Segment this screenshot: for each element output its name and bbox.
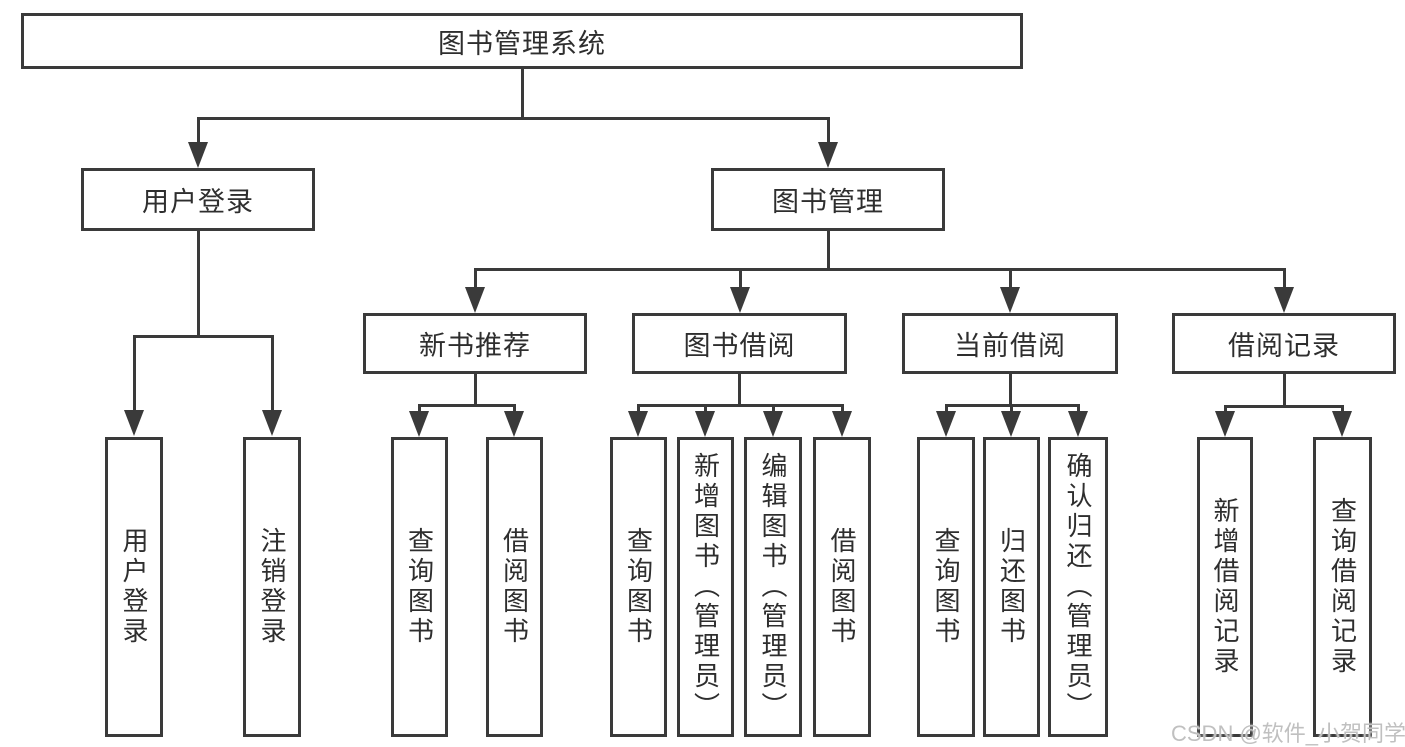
arrowhead-borrow-add bbox=[695, 411, 715, 437]
node-current-borrow: 当前借阅 bbox=[902, 313, 1118, 374]
arrowhead-current-return bbox=[1001, 411, 1021, 437]
node-current-borrow-label: 当前借阅 bbox=[954, 331, 1066, 361]
arrowhead-borrow-query bbox=[628, 411, 648, 437]
node-new-book-rec-label: 新书推荐 bbox=[419, 331, 531, 361]
leaf-record-query: 查询借阅记录 bbox=[1313, 437, 1372, 737]
arrowhead-current-borrow bbox=[1000, 287, 1020, 313]
edge-drop-borrow-query bbox=[637, 404, 640, 414]
leaf-record-add-label: 新增借阅记录 bbox=[1210, 497, 1240, 677]
arrowhead-new-book-rec bbox=[465, 287, 485, 313]
arrowhead-user-login bbox=[188, 142, 208, 168]
leaf-user-login-label: 用户登录 bbox=[119, 527, 149, 647]
edge-root-drop-book-mgmt bbox=[827, 117, 830, 145]
arrowhead-record-add bbox=[1215, 411, 1235, 437]
arrowhead-leaf-logout bbox=[262, 410, 282, 436]
edge-drop-new-book-rec bbox=[474, 268, 477, 290]
edge-borrow-record-stem bbox=[1283, 374, 1286, 407]
leaf-current-return-label: 归还图书 bbox=[996, 527, 1027, 647]
edge-drop-current-borrow bbox=[1009, 268, 1012, 290]
leaf-newrec-borrow-label: 借阅图书 bbox=[499, 527, 530, 647]
leaf-record-query-label: 查询借阅记录 bbox=[1327, 497, 1358, 677]
edge-book-borrow-stem bbox=[738, 374, 741, 406]
edge-drop-current-query bbox=[945, 404, 948, 414]
arrowhead-record-query bbox=[1332, 411, 1352, 437]
edge-book-borrow-rail bbox=[637, 404, 844, 407]
leaf-newrec-query: 查询图书 bbox=[391, 437, 448, 737]
leaf-borrow-query: 查询图书 bbox=[610, 437, 667, 737]
edge-drop-record-add bbox=[1224, 405, 1227, 414]
arrowhead-newrec-query bbox=[409, 411, 429, 437]
node-book-mgmt: 图书管理 bbox=[711, 168, 945, 231]
arrowhead-borrow-edit bbox=[763, 411, 783, 437]
edge-root-drop-user-login bbox=[197, 117, 200, 145]
watermark: CSDN @软件_小贺同学 bbox=[1171, 721, 1405, 746]
leaf-current-confirm: 确认归还（管理员） bbox=[1048, 437, 1108, 737]
leaf-borrow-query-label: 查询图书 bbox=[623, 527, 654, 647]
leaf-borrow-borrow-label: 借阅图书 bbox=[827, 527, 857, 647]
leaf-borrow-edit: 编辑图书（管理员） bbox=[744, 437, 802, 737]
edge-drop-borrow-add bbox=[704, 404, 707, 414]
edge-borrow-record-rail bbox=[1224, 405, 1344, 408]
node-user-login: 用户登录 bbox=[81, 168, 315, 231]
edge-drop-borrow-record bbox=[1283, 268, 1286, 290]
leaf-current-confirm-label: 确认归还（管理员） bbox=[1063, 452, 1093, 722]
arrowhead-book-mgmt bbox=[818, 142, 838, 168]
node-root: 图书管理系统 bbox=[21, 13, 1023, 69]
edge-drop-book-borrow bbox=[739, 268, 742, 290]
edge-drop-leaf-user-login bbox=[133, 335, 136, 412]
node-borrow-record-label: 借阅记录 bbox=[1228, 331, 1340, 361]
leaf-borrow-borrow: 借阅图书 bbox=[813, 437, 871, 737]
leaf-newrec-query-label: 查询图书 bbox=[404, 527, 435, 647]
arrowhead-newrec-borrow bbox=[504, 411, 524, 437]
node-new-book-rec: 新书推荐 bbox=[363, 313, 587, 374]
leaf-current-query-label: 查询图书 bbox=[931, 527, 961, 647]
leaf-borrow-edit-label: 编辑图书（管理员） bbox=[758, 452, 788, 722]
leaf-current-query: 查询图书 bbox=[917, 437, 975, 737]
leaf-current-return: 归还图书 bbox=[983, 437, 1040, 737]
arrowhead-borrow-record bbox=[1274, 287, 1294, 313]
node-user-login-label: 用户登录 bbox=[142, 187, 254, 217]
leaf-logout-label: 注销登录 bbox=[257, 527, 287, 647]
edge-drop-borrow-edit bbox=[772, 404, 775, 414]
arrowhead-current-query bbox=[936, 411, 956, 437]
edge-root-stem bbox=[521, 69, 524, 119]
edge-drop-current-confirm bbox=[1077, 404, 1080, 414]
node-root-label: 图书管理系统 bbox=[438, 28, 606, 59]
leaf-record-add: 新增借阅记录 bbox=[1197, 437, 1253, 737]
edge-root-rail bbox=[197, 117, 830, 120]
edge-drop-leaf-logout bbox=[271, 335, 274, 412]
edge-new-book-rec-rail bbox=[418, 404, 516, 407]
edge-drop-newrec-borrow bbox=[513, 404, 516, 414]
edge-new-book-rec-stem bbox=[474, 374, 477, 406]
node-borrow-record: 借阅记录 bbox=[1172, 313, 1396, 374]
arrowhead-book-borrow bbox=[730, 287, 750, 313]
edge-drop-newrec-query bbox=[418, 404, 421, 414]
edge-book-mgmt-rail bbox=[474, 268, 1286, 271]
edge-current-borrow-stem bbox=[1009, 374, 1012, 406]
arrowhead-current-confirm bbox=[1068, 411, 1088, 437]
leaf-user-login: 用户登录 bbox=[105, 437, 163, 737]
leaf-borrow-add-label: 新增图书（管理员） bbox=[690, 452, 721, 722]
leaf-borrow-add: 新增图书（管理员） bbox=[677, 437, 734, 737]
edge-drop-borrow-borrow bbox=[841, 404, 844, 414]
node-book-borrow-label: 图书借阅 bbox=[683, 331, 796, 361]
edge-user-login-rail bbox=[133, 335, 274, 338]
leaf-logout: 注销登录 bbox=[243, 437, 301, 737]
arrowhead-borrow-borrow bbox=[832, 411, 852, 437]
edge-drop-record-query bbox=[1341, 405, 1344, 414]
edge-book-mgmt-stem bbox=[827, 231, 830, 271]
edge-drop-current-return bbox=[1010, 404, 1013, 414]
leaf-newrec-borrow: 借阅图书 bbox=[486, 437, 543, 737]
node-book-borrow: 图书借阅 bbox=[632, 313, 847, 374]
edge-user-login-stem bbox=[197, 231, 200, 337]
arrowhead-leaf-user-login bbox=[124, 410, 144, 436]
node-book-mgmt-label: 图书管理 bbox=[772, 187, 884, 217]
